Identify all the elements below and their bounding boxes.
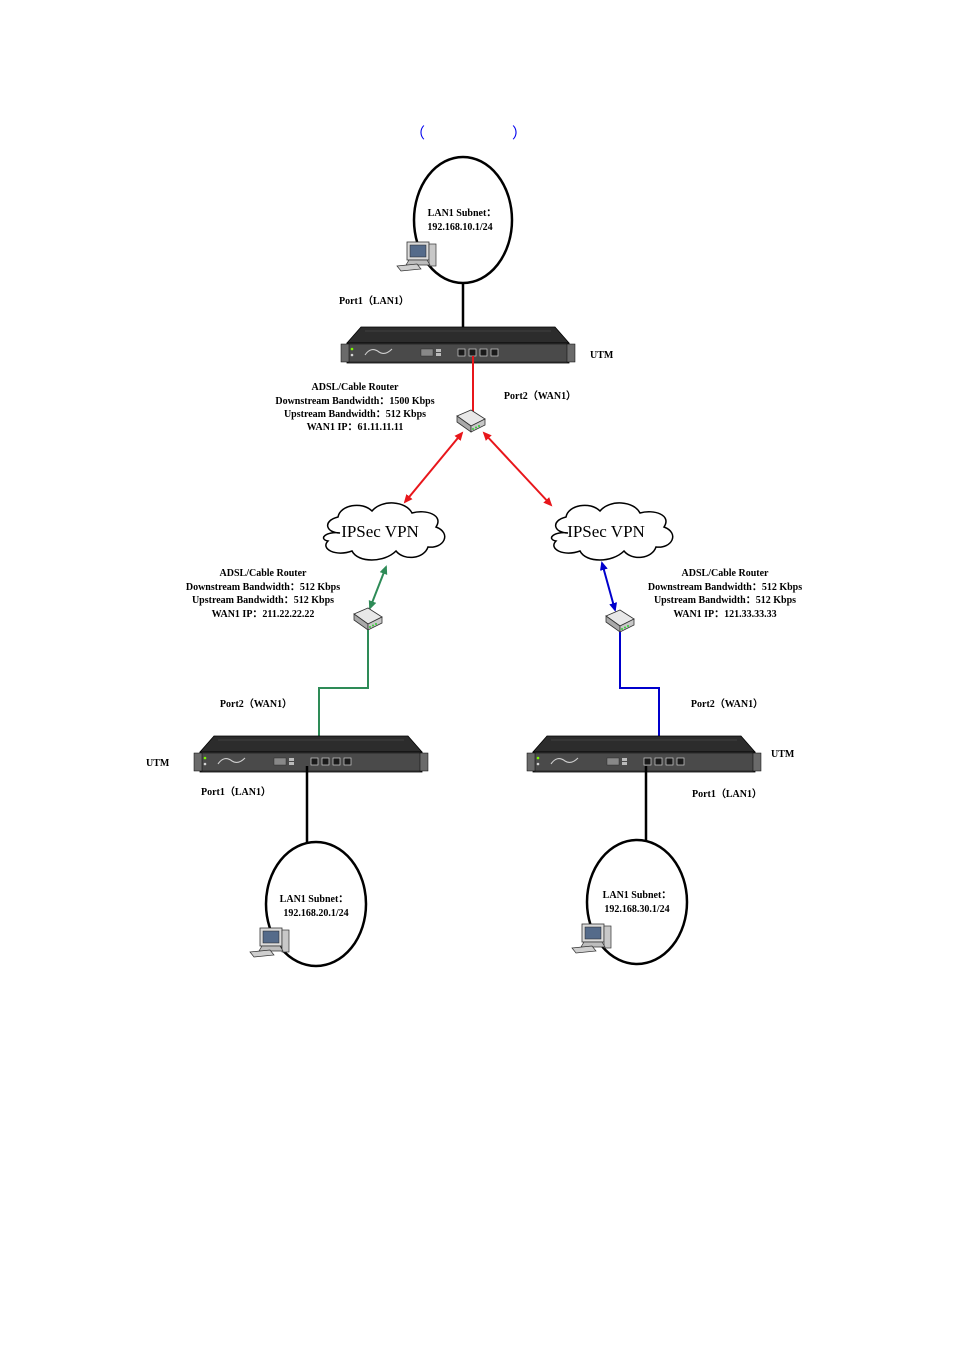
branch2-wan-cable — [619, 632, 660, 766]
branch1-lan-subnet-label: LAN1 Subnet： — [280, 894, 349, 905]
branch1-router-icon — [353, 607, 383, 631]
hq-port-lan: Port1（LAN1） — [339, 294, 409, 307]
branch1-utm-device — [193, 735, 429, 773]
hq-utm-label: UTM — [590, 350, 614, 361]
branch2-router-icon — [605, 609, 635, 633]
hq-lan-subnet-value: 192.168.10.1/24 — [427, 222, 492, 233]
branch2-port-wan: Port2（WAN1） — [691, 697, 763, 710]
hq-utm-device — [340, 326, 576, 364]
hq-port-wan: Port2（WAN1） — [504, 389, 576, 402]
paren-open: （ — [410, 125, 425, 142]
branch1-port-lan: Port1（LAN1） — [201, 785, 271, 798]
branch2-lan-ellipse — [585, 838, 689, 966]
branch1-port-wan: Port2（WAN1） — [220, 697, 292, 710]
branch2-utm-device — [526, 735, 762, 773]
branch2-router-wan-ip: WAN1 IP：121.33.33.33 — [673, 609, 776, 620]
branch1-router-upstream: Upstream Bandwidth：512 Kbps — [192, 595, 334, 606]
branch2-router-upstream: Upstream Bandwidth：512 Kbps — [654, 595, 796, 606]
paren-close: ） — [512, 125, 527, 142]
branch1-lan-subnet-value: 192.168.20.1/24 — [283, 908, 348, 919]
vpn-cloud-right-label: IPSec VPN — [567, 522, 645, 541]
hq-router-wan-ip: WAN1 IP：61.11.11.11 — [307, 422, 404, 433]
branch2-port-lan: Port1（LAN1） — [692, 787, 762, 800]
branch1-wan-cable — [318, 630, 369, 766]
branch2-router-title: ADSL/Cable Router — [682, 568, 770, 579]
branch2-utm-label: UTM — [771, 749, 795, 760]
hq-router-downstream: Downstream Bandwidth：1500 Kbps — [275, 396, 434, 407]
branch1-router-wan-ip: WAN1 IP：211.22.22.22 — [212, 609, 315, 620]
hq-router-title: ADSL/Cable Router — [312, 382, 400, 393]
hq-to-vpn1-link — [403, 431, 464, 504]
branch1-router-title: ADSL/Cable Router — [220, 568, 308, 579]
branch2-router-downstream: Downstream Bandwidth：512 Kbps — [648, 582, 802, 593]
branch1-vpn-link — [368, 565, 388, 610]
branch2-lan-subnet-value: 192.168.30.1/24 — [604, 904, 669, 915]
hq-lan-subnet-label: LAN1 Subnet： — [428, 208, 497, 219]
hq-to-vpn2-link — [482, 431, 553, 507]
branch1-router-downstream: Downstream Bandwidth：512 Kbps — [186, 582, 340, 593]
branch1-utm-label: UTM — [146, 758, 170, 769]
branch1-pc-icon — [249, 927, 290, 958]
vpn-cloud-left-label: IPSec VPN — [341, 522, 419, 541]
branch1-lan-ellipse — [264, 840, 368, 968]
branch2-vpn-link — [600, 561, 617, 612]
hq-router-icon — [456, 409, 486, 433]
hq-router-upstream: Upstream Bandwidth：512 Kbps — [284, 409, 426, 420]
branch2-lan-subnet-label: LAN1 Subnet： — [603, 890, 672, 901]
